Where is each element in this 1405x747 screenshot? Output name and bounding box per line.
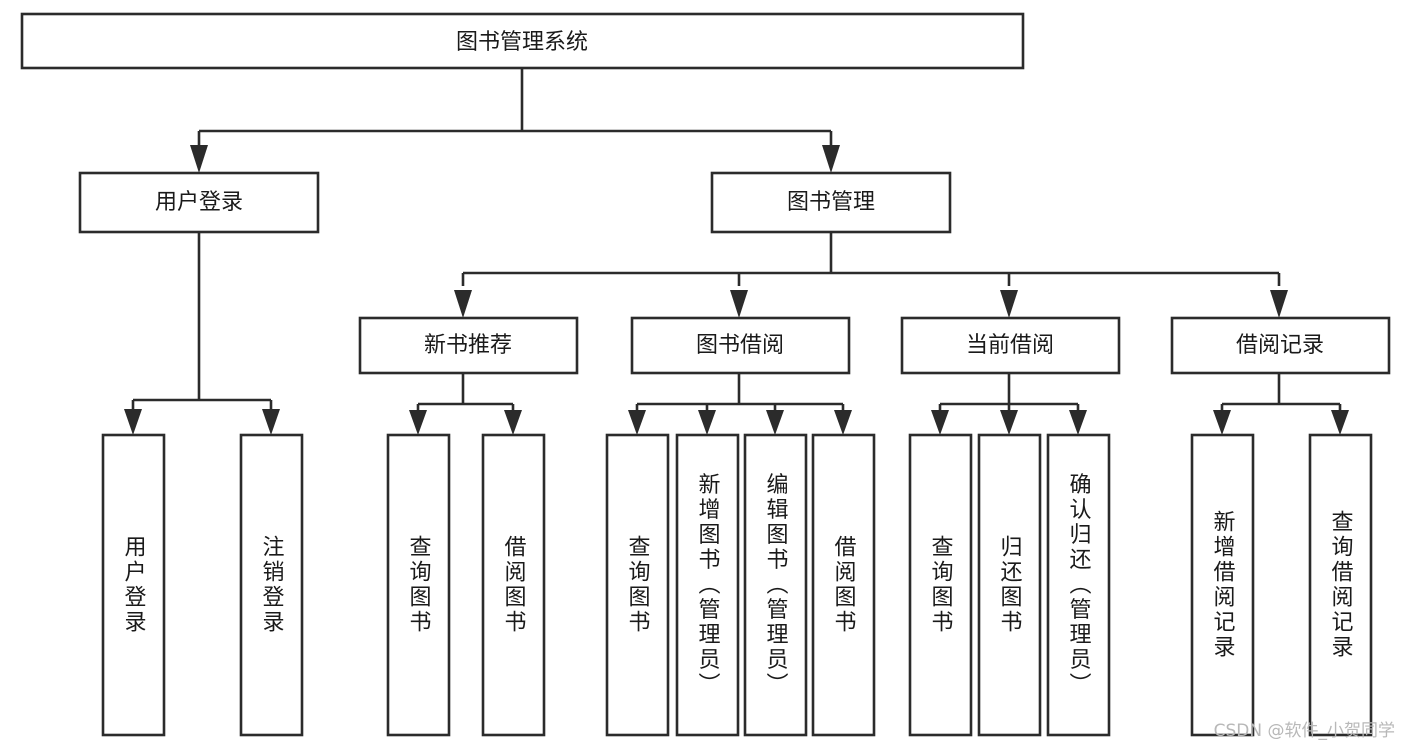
arrow-bookmgmt-child-2 (730, 290, 748, 318)
arrow-root-to-bookmgmt (822, 145, 840, 173)
arrow-userlogin-leaf-1 (124, 409, 142, 435)
leaf-label-book-borrow-add: 新增图书（管理员） (695, 473, 721, 698)
node-label-new-book-recommend: 新书推荐 (424, 333, 512, 358)
leaf-box-new-book-borrow[interactable] (481, 433, 546, 737)
arrow-bookmgmt-child-4 (1270, 290, 1288, 318)
leaf-book-borrow-add[interactable]: 新增图书（管理员） (675, 433, 740, 737)
node-new-book-recommend[interactable]: 新书推荐 (358, 316, 579, 375)
node-user-login[interactable]: 用户登录 (78, 171, 320, 234)
arrow-bookmgmt-child-3 (1000, 290, 1018, 318)
arrow-userlogin-leaf-2 (262, 409, 280, 435)
arrow-currentborrow-leaf-1 (931, 410, 949, 435)
arrow-borrowrecord-leaf-1 (1213, 410, 1231, 435)
leaf-label-user-login-login: 用户登录 (121, 535, 147, 635)
node-label-borrow-record: 借阅记录 (1236, 333, 1324, 358)
leaf-current-borrow-return[interactable]: 归还图书 (977, 433, 1042, 737)
arrow-bookborrow-leaf-3 (766, 410, 784, 435)
node-label-current-borrow: 当前借阅 (966, 333, 1054, 358)
leaf-label-new-book-query: 查询图书 (406, 535, 432, 635)
leaf-box-book-borrow-borrow[interactable] (811, 433, 876, 737)
node-book-management[interactable]: 图书管理 (710, 171, 952, 234)
leaf-label-current-borrow-return: 归还图书 (997, 535, 1023, 635)
arrow-currentborrow-leaf-2 (1000, 410, 1018, 435)
node-box-new-book-recommend[interactable] (358, 316, 579, 375)
leaf-current-borrow-query[interactable]: 查询图书 (908, 433, 973, 737)
arrow-bookborrow-leaf-1 (628, 410, 646, 435)
leaf-label-new-book-borrow: 借阅图书 (501, 535, 527, 635)
arrow-root-to-userlogin (190, 145, 208, 173)
node-book-borrow[interactable]: 图书借阅 (630, 316, 851, 375)
leaf-new-book-query[interactable]: 查询图书 (386, 433, 451, 737)
leaf-label-current-borrow-confirm-return: 确认归还（管理员） (1066, 473, 1092, 698)
leaf-new-book-borrow[interactable]: 借阅图书 (481, 433, 546, 737)
leaf-box-book-borrow-add[interactable] (675, 433, 740, 737)
leaf-box-current-borrow-confirm-return[interactable] (1046, 433, 1111, 737)
leaf-box-book-borrow-edit[interactable] (743, 433, 808, 737)
leaf-current-borrow-confirm-return[interactable]: 确认归还（管理员） (1046, 433, 1111, 737)
leaf-borrow-record-query[interactable]: 查询借阅记录 (1308, 433, 1373, 737)
node-box-current-borrow[interactable] (900, 316, 1121, 375)
leaf-label-book-borrow-query: 查询图书 (625, 535, 651, 635)
node-root-book-management-system[interactable]: 图书管理系统 (20, 12, 1025, 70)
leaf-label-book-borrow-edit: 编辑图书（管理员） (763, 473, 789, 698)
leaf-label-current-borrow-query: 查询图书 (928, 535, 954, 635)
leaf-box-new-book-query[interactable] (386, 433, 451, 737)
leaf-box-current-borrow-return[interactable] (977, 433, 1042, 737)
arrow-bookborrow-leaf-2 (698, 410, 716, 435)
leaf-box-borrow-record-add[interactable] (1190, 433, 1255, 737)
node-box-user-login[interactable] (78, 171, 320, 234)
leaf-box-user-login-logout[interactable] (239, 433, 304, 737)
leaf-box-current-borrow-query[interactable] (908, 433, 973, 737)
leaf-book-borrow-query[interactable]: 查询图书 (605, 433, 670, 737)
node-box-book-borrow[interactable] (630, 316, 851, 375)
node-box-borrow-record[interactable] (1170, 316, 1391, 375)
node-label-user-login: 用户登录 (155, 190, 243, 215)
leaf-user-login-logout[interactable]: 注销登录 (239, 433, 304, 737)
arrow-bookborrow-leaf-4 (834, 410, 852, 435)
leaf-box-book-borrow-query[interactable] (605, 433, 670, 737)
node-current-borrow[interactable]: 当前借阅 (900, 316, 1121, 375)
leaf-book-borrow-edit[interactable]: 编辑图书（管理员） (743, 433, 808, 737)
node-label-book-borrow: 图书借阅 (696, 333, 784, 358)
arrow-newbook-leaf-1 (409, 410, 427, 435)
arrow-currentborrow-leaf-3 (1069, 410, 1087, 435)
leaf-box-borrow-record-query[interactable] (1308, 433, 1373, 737)
leaf-box-user-login-login[interactable] (101, 433, 166, 737)
arrow-bookmgmt-child-1 (454, 290, 472, 318)
arrow-newbook-leaf-2 (504, 410, 522, 435)
arrow-borrowrecord-leaf-2 (1331, 410, 1349, 435)
node-box-root[interactable] (20, 12, 1025, 70)
leaf-label-book-borrow-borrow: 借阅图书 (831, 535, 857, 635)
leaf-label-borrow-record-query: 查询借阅记录 (1328, 510, 1354, 660)
node-borrow-record[interactable]: 借阅记录 (1170, 316, 1391, 375)
leaf-user-login-login[interactable]: 用户登录 (101, 433, 166, 737)
leaf-label-user-login-logout: 注销登录 (259, 535, 285, 635)
node-label-root: 图书管理系统 (456, 30, 588, 55)
leaf-borrow-record-add[interactable]: 新增借阅记录 (1190, 433, 1255, 737)
leaf-book-borrow-borrow[interactable]: 借阅图书 (811, 433, 876, 737)
connector-layer (124, 68, 1349, 435)
node-box-book-management[interactable] (710, 171, 952, 234)
leaf-label-borrow-record-add: 新增借阅记录 (1210, 510, 1236, 660)
node-label-book-management: 图书管理 (787, 190, 875, 215)
